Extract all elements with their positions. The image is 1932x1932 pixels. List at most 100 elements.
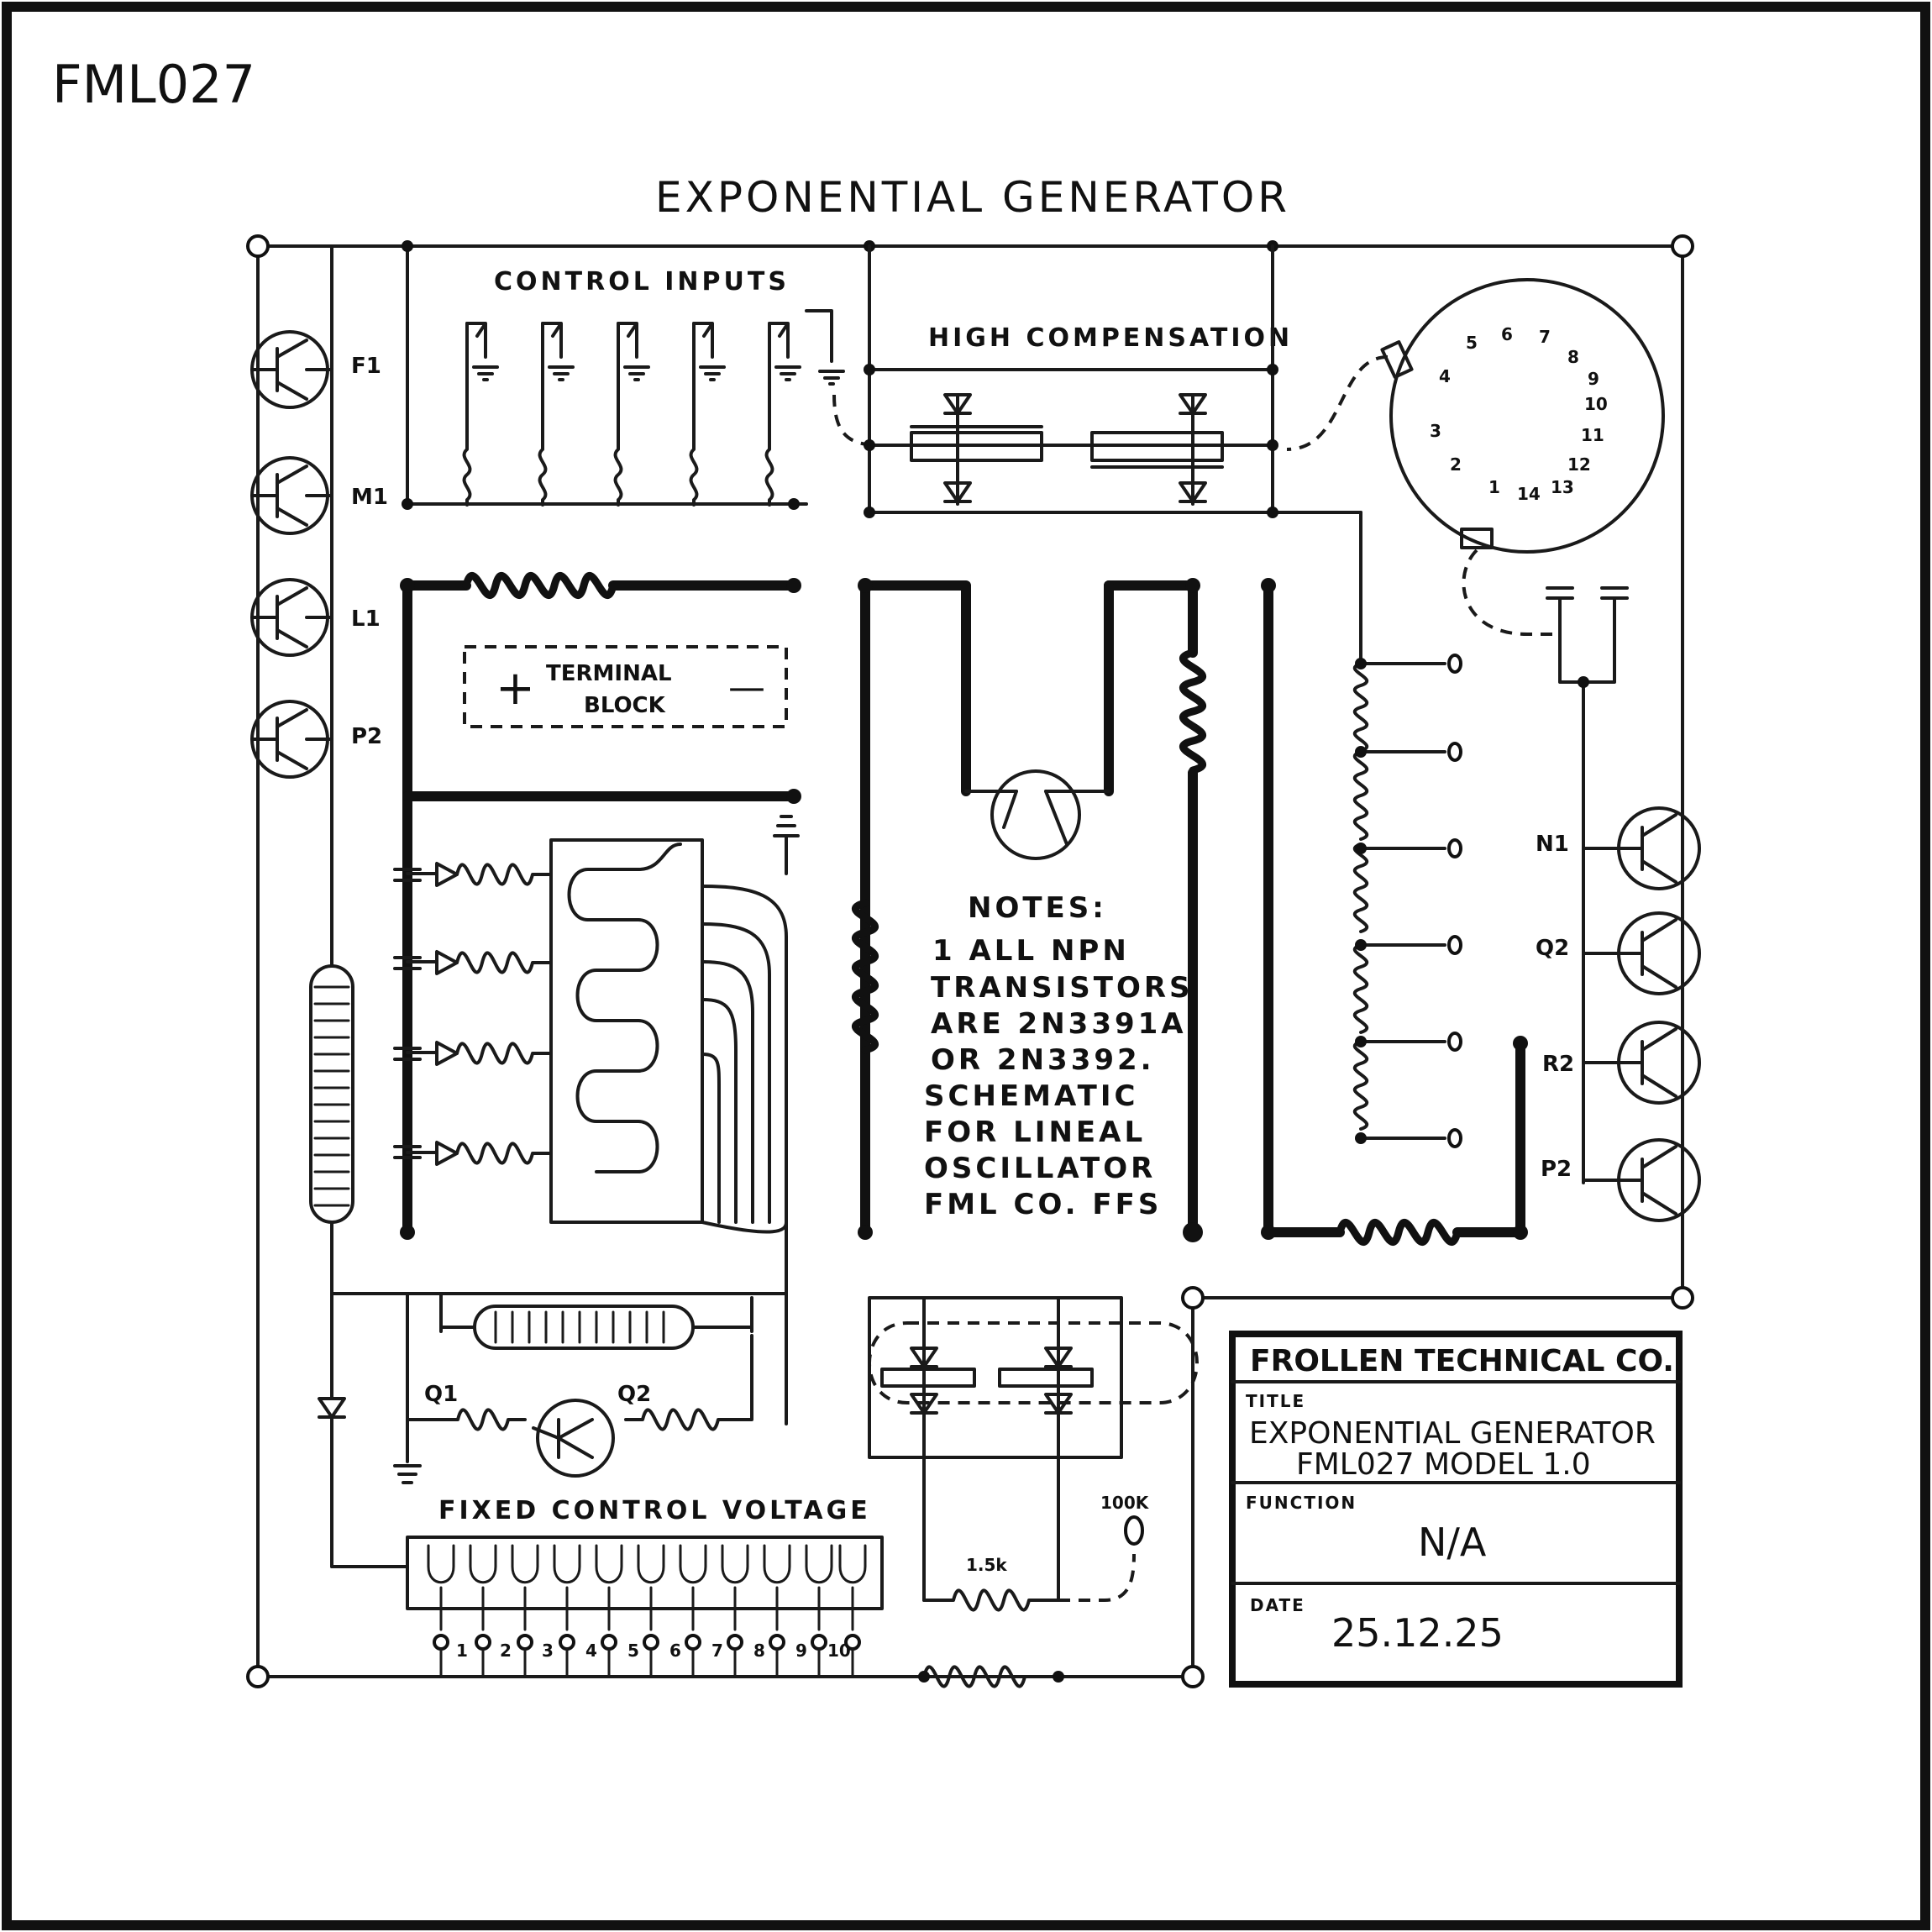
transistor-n1-label: N1: [1536, 832, 1569, 857]
transistor-n1[interactable]: [1582, 806, 1701, 890]
ic-output-traces: [701, 815, 800, 1234]
svg-text:6: 6: [1501, 324, 1513, 344]
transistor-l1-label: L1: [351, 606, 381, 632]
svg-text:7: 7: [711, 1641, 723, 1661]
fixed-control-voltage-strip[interactable]: [406, 1536, 884, 1678]
transistor-q2-label: Q2: [617, 1382, 651, 1407]
transistor-q1-label: Q1: [424, 1382, 458, 1407]
transistor-p2-left-label: P2: [351, 724, 382, 749]
svg-text:5: 5: [1466, 333, 1478, 353]
transistor-q1-q2[interactable]: [532, 1399, 615, 1478]
sheet-id: FML027: [52, 54, 255, 115]
resistor-1k5-label: 1.5k: [966, 1555, 1007, 1575]
svg-text:OR 2N3392.: OR 2N3392.: [931, 1043, 1155, 1077]
svg-text:2: 2: [500, 1641, 512, 1661]
svg-text:ARE 2N3391A: ARE 2N3391A: [931, 1007, 1187, 1041]
high-compensation-network: [868, 244, 1362, 514]
svg-text:3: 3: [542, 1641, 554, 1661]
pot-100k-label: 100K: [1100, 1493, 1150, 1513]
right-transistor-stack: [1582, 806, 1701, 1222]
corner-terminal-tl[interactable]: [246, 234, 270, 258]
control-input-jacks[interactable]: [462, 309, 881, 507]
transistor-r2-label: R2: [1542, 1052, 1574, 1077]
upper-inductor: [402, 572, 799, 1237]
transistor-m1-label: M1: [351, 485, 388, 510]
svg-text:9: 9: [1588, 369, 1599, 389]
transistor-f1-label: F1: [351, 354, 381, 379]
left-transistor-stack: F1 M1 L1 P2: [250, 330, 388, 779]
terminal-block-minus: —: [728, 666, 765, 709]
transistor-p2-left[interactable]: [250, 700, 333, 779]
corner-terminal-tr[interactable]: [1671, 234, 1694, 258]
svg-text:2: 2: [1450, 454, 1462, 475]
title-block-title-line1: EXPONENTIAL GENERATOR: [1249, 1416, 1656, 1451]
right-capacitors: [1546, 586, 1629, 869]
svg-text:8: 8: [753, 1641, 765, 1661]
fixed-control-voltage-heading: FIXED CONTROL VOLTAGE: [438, 1496, 871, 1525]
transistor-l1[interactable]: [250, 578, 333, 657]
title-block-date-caption: DATE: [1250, 1595, 1305, 1615]
svg-text:6: 6: [669, 1641, 681, 1661]
transistor-f1[interactable]: [250, 330, 333, 409]
terminal-block[interactable]: + TERMINAL BLOCK —: [463, 645, 788, 728]
title-block-company: FROLLEN TECHNICAL CO.: [1250, 1344, 1674, 1378]
corner-terminal-br[interactable]: [1181, 1665, 1205, 1688]
transistor-q2-right-label: Q2: [1536, 936, 1569, 961]
corner-terminal-mr[interactable]: [1671, 1286, 1694, 1310]
rotary-switch-labels: 1 2 3 4 5 6 7 8 9 10 11 12 13 14: [1430, 324, 1608, 504]
terminal-block-label-2: BLOCK: [584, 693, 666, 718]
transistor-r2[interactable]: [1582, 1021, 1701, 1105]
title-block-date-value: 25.12.25: [1331, 1610, 1504, 1656]
fixed-voltage-pin-labels: 1 2 3 4 5 6 7 8 9 10: [456, 1641, 851, 1661]
lower-diode-bridge: [868, 1296, 1199, 1612]
resistor-ladder: [1352, 511, 1446, 1140]
notes: NOTES: 1 ALL NPN TRANSISTORS ARE 2N3391A…: [924, 891, 1194, 1221]
title-block: [1229, 1331, 1683, 1688]
svg-text:10: 10: [1584, 394, 1608, 414]
transistor-p2-right[interactable]: [1582, 1138, 1701, 1222]
corner-terminal-bl[interactable]: [246, 1665, 270, 1688]
center-network: [852, 580, 1525, 1246]
terminal-block-label-1: TERMINAL: [546, 661, 672, 686]
svg-text:OSCILLATOR: OSCILLATOR: [924, 1152, 1156, 1185]
transistor-p2-right-label: P2: [1541, 1157, 1572, 1182]
bottom-rail-resistor: [922, 1665, 1026, 1688]
svg-text:13: 13: [1551, 477, 1574, 497]
title-block-title-line2: FML027 MODEL 1.0: [1296, 1447, 1591, 1482]
q1-q2-block: [393, 1292, 753, 1484]
svg-text:1: 1: [456, 1641, 468, 1661]
svg-text:9: 9: [795, 1641, 807, 1661]
svg-text:11: 11: [1581, 425, 1604, 445]
ladder-taps[interactable]: [1447, 654, 1462, 1148]
title-block-title-caption: TITLE: [1246, 1391, 1305, 1411]
svg-text:TRANSISTORS: TRANSISTORS: [931, 971, 1194, 1005]
svg-text:12: 12: [1567, 454, 1591, 475]
corner-terminal-m[interactable]: [1181, 1286, 1205, 1310]
schematic-title: EXPONENTIAL GENERATOR: [655, 173, 1290, 222]
svg-text:1 ALL NPN: 1 ALL NPN: [932, 934, 1130, 968]
pot-terminal[interactable]: [1124, 1515, 1144, 1546]
svg-text:8: 8: [1567, 347, 1579, 367]
svg-text:3: 3: [1430, 421, 1441, 441]
integrated-circuit[interactable]: [549, 838, 704, 1224]
center-transistor[interactable]: [964, 769, 1110, 860]
rotary-switch[interactable]: [1286, 278, 1665, 636]
capacitor-diode-ladder: [393, 862, 553, 1166]
title-block-function-caption: FUNCTION: [1246, 1493, 1357, 1513]
terminal-block-plus: +: [496, 661, 535, 716]
svg-text:4: 4: [585, 1641, 597, 1661]
svg-text:SCHEMATIC: SCHEMATIC: [924, 1079, 1138, 1113]
high-compensation-heading: HIGH COMPENSATION: [928, 323, 1293, 353]
transistor-q2-right[interactable]: [1582, 911, 1701, 995]
svg-text:10: 10: [827, 1641, 851, 1661]
svg-text:14: 14: [1517, 484, 1541, 504]
long-resistor-left: [309, 939, 788, 1568]
svg-text:5: 5: [627, 1641, 639, 1661]
svg-text:NOTES:: NOTES:: [968, 891, 1107, 925]
transistor-m1[interactable]: [250, 456, 333, 535]
svg-text:FOR LINEAL: FOR LINEAL: [924, 1116, 1146, 1149]
control-inputs-heading: CONTROL INPUTS: [494, 267, 790, 297]
svg-text:4: 4: [1439, 366, 1451, 386]
